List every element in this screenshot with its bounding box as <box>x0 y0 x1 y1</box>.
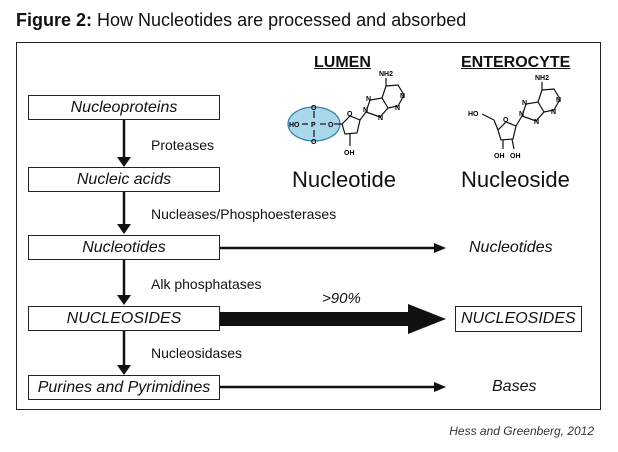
nucleotide-n4-label: N <box>400 93 405 100</box>
nucleoside-atom-labels: HO O OH OH N N N N N NH2 <box>468 75 561 160</box>
nucleotide-ho-label: HO <box>289 122 300 129</box>
nucleotide-ring-o-label: O <box>347 111 353 118</box>
nucleoside-name: Nucleoside <box>461 167 570 192</box>
process-arrowhead-3 <box>117 295 131 305</box>
nucleotide-n2-label: N <box>366 96 371 103</box>
absorption-arrows <box>220 243 446 392</box>
nucleotide-o-bottom-label: O <box>311 139 317 146</box>
nucleotide-nh2-label: NH2 <box>379 71 393 78</box>
stage-nucleoproteins: Nucleoproteins <box>28 95 220 120</box>
nucleoside-structure <box>481 82 561 150</box>
enzyme-nucleosidases: Nucleosidases <box>151 345 243 361</box>
process-arrows <box>117 120 131 375</box>
nucleoside-oh2-label: OH <box>510 153 521 160</box>
process-arrowhead-2 <box>117 224 131 234</box>
stage-nucleosides: NUCLEOSIDES <box>28 306 220 331</box>
absorption-arrowhead-nucleotides <box>434 243 446 253</box>
absorption-arrowhead-nucleosides <box>408 304 446 334</box>
nucleotide-n3-label: N <box>378 115 383 122</box>
nucleoside-n4-label: N <box>556 97 561 104</box>
nucleotide-atom-labels: HO P O O O O OH N N N N N NH2 <box>289 71 405 157</box>
nucleotide-p-label: P <box>311 122 316 129</box>
enzyme-nucleases: Nucleases/Phosphoesterases <box>151 206 337 222</box>
enzyme-alk-phosphatases: Alk phosphatases <box>151 276 262 292</box>
nucleoside-n1-label: N <box>519 111 524 118</box>
nucleoside-ho-label: HO <box>468 111 479 118</box>
absorption-arrowhead-bases <box>434 382 446 392</box>
nucleotide-n5-label: N <box>395 105 400 112</box>
absorption-arrow-nucleosides-shaft <box>220 312 410 326</box>
enterocyte-nucleosides: NUCLEOSIDES <box>455 306 582 332</box>
enterocyte-header: ENTEROCYTE <box>461 54 571 71</box>
nucleoside-nh2-label: NH2 <box>535 75 549 82</box>
nucleotide-name: Nucleotide <box>292 167 396 192</box>
enterocyte-nucleotides: Nucleotides <box>469 239 553 256</box>
figure-title-text: How Nucleotides are processed and absorb… <box>97 10 467 30</box>
figure-title: Figure 2: How Nucleotides are processed … <box>16 10 466 31</box>
nucleoside-n5-label: N <box>551 109 556 116</box>
diagram-frame <box>16 42 601 410</box>
enzyme-proteases: Proteases <box>151 137 215 153</box>
stage-purines-pyrimidines: Purines and Pyrimidines <box>28 375 220 400</box>
enterocyte-bases: Bases <box>492 378 537 395</box>
nucleoside-n2-label: N <box>522 100 527 107</box>
nucleotide-structure <box>287 78 405 146</box>
nucleoside-oh1-label: OH <box>494 153 505 160</box>
figure-credit: Hess and Greenberg, 2012 <box>449 424 594 438</box>
nucleotide-n1-label: N <box>363 107 368 114</box>
nucleoside-n3-label: N <box>534 119 539 126</box>
process-arrowhead-4 <box>117 365 131 375</box>
nucleotide-o-bridge-label: O <box>328 122 334 129</box>
stage-nucleic-acids: Nucleic acids <box>28 167 220 192</box>
nucleotide-o-top-label: O <box>311 105 317 112</box>
absorption-percent-label: >90% <box>322 290 361 307</box>
figure-label: Figure 2: <box>16 10 93 30</box>
nucleotide-oh-label: OH <box>344 150 355 157</box>
process-arrowhead-1 <box>117 157 131 167</box>
lumen-header: LUMEN <box>314 54 371 71</box>
stage-nucleotides: Nucleotides <box>28 235 220 260</box>
nucleoside-ring-o-label: O <box>503 117 509 124</box>
